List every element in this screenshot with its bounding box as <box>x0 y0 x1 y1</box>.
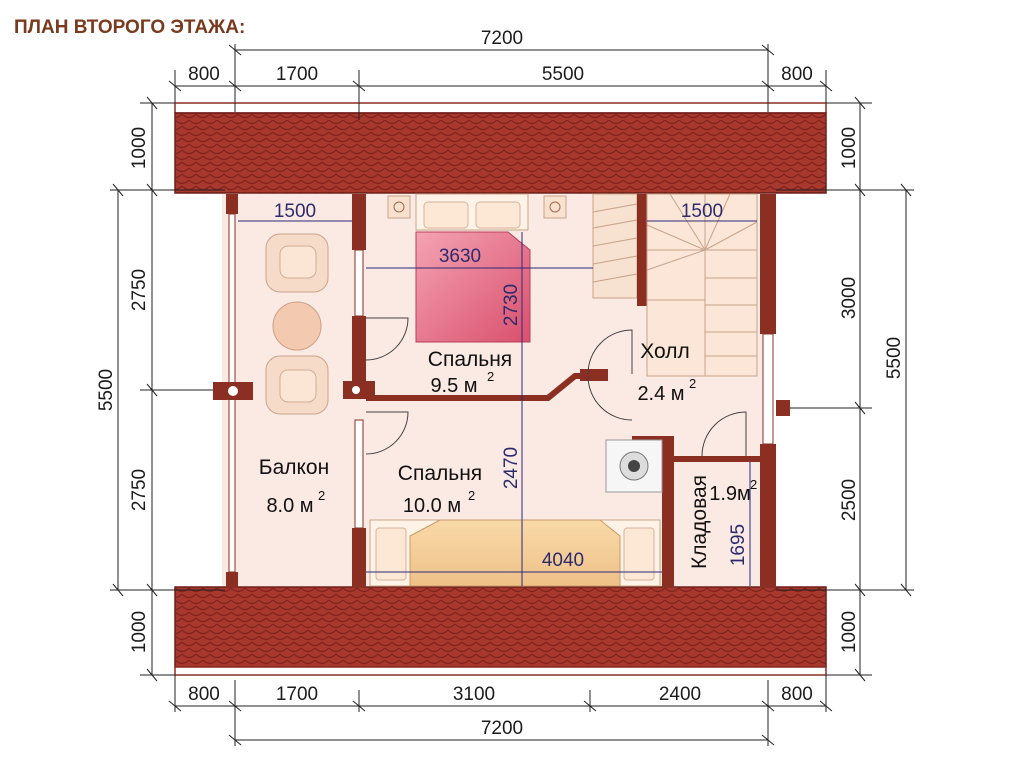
roof-bottom <box>174 586 827 668</box>
window-left-2 <box>354 419 364 529</box>
lamp-left-icon <box>393 201 405 213</box>
armchair-top <box>265 233 329 293</box>
dim-bottom-0: 800 <box>188 684 220 705</box>
wall-right-post <box>776 400 790 416</box>
storage-wall-left <box>662 440 674 588</box>
dim-left-0: 1000 <box>129 127 150 169</box>
room-balcony-sup: 2 <box>318 488 325 503</box>
dim-bottom-3: 2400 <box>659 684 701 705</box>
room-hall-name: Холл <box>640 340 690 363</box>
stair-wall <box>637 194 647 306</box>
balcony-post-bottom <box>226 572 238 588</box>
round-table <box>272 301 322 351</box>
wall-right-lower <box>760 444 776 588</box>
dim-right-1: 3000 <box>839 277 860 319</box>
roof-edge-bottom <box>174 666 827 676</box>
balcony-post-top <box>226 194 238 214</box>
dim-right-0: 1000 <box>839 127 860 169</box>
room-balcony-area: 8.0 м <box>266 495 313 517</box>
room-bedroom2-area: 10.0 м <box>403 495 461 517</box>
inner-dim-bedroom2-width: 4040 <box>542 550 584 571</box>
room-bedroom2-name: Спальня <box>398 462 482 485</box>
dim-left-2: 2750 <box>129 469 150 511</box>
stair-upper-steps <box>646 193 758 376</box>
dim-bottom-total: 7200 <box>481 718 523 739</box>
door-storage <box>701 411 747 457</box>
room-bedroom1-name: Спальня <box>428 348 512 371</box>
dim-lines-right <box>776 96 914 682</box>
stair-lower-steps <box>592 203 638 283</box>
dim-lines-top <box>168 44 833 120</box>
inner-dim-bedroom1-width: 3630 <box>439 246 481 267</box>
dim-right-2: 2500 <box>839 479 860 521</box>
door-hall-1 <box>587 329 633 375</box>
wall-left-lower <box>352 528 366 588</box>
lamp-right-icon <box>549 201 561 213</box>
room-hall-sup: 2 <box>689 376 696 391</box>
stove-core-icon <box>628 460 640 472</box>
room-bedroom1-sup: 2 <box>487 369 494 384</box>
dim-top-2: 5500 <box>542 64 584 85</box>
nightstand-left <box>387 195 411 219</box>
bed1-pillow-left <box>423 201 469 229</box>
dim-bottom-2: 3100 <box>453 684 495 705</box>
dim-right-3: 1000 <box>839 611 860 653</box>
dim-lines-left <box>110 96 225 682</box>
room-hall-area: 2.4 м <box>637 383 684 405</box>
plan-title: ПЛАН ВТОРОГО ЭТАЖА: <box>14 17 245 38</box>
door-bedroom2 <box>365 411 409 455</box>
dim-top-1: 1700 <box>276 64 318 85</box>
room-storage-sup: 2 <box>750 477 757 492</box>
doors <box>365 317 747 457</box>
armchair-bottom <box>265 355 329 415</box>
junction-hole <box>352 386 360 394</box>
inner-dim-lines <box>238 220 757 586</box>
dim-left-1: 2750 <box>129 269 150 311</box>
dim-bottom-4: 800 <box>781 684 813 705</box>
roof-edge-top <box>174 102 827 114</box>
room-bedroom1-area: 9.5 м <box>430 375 477 397</box>
dim-lines-bottom <box>168 675 833 746</box>
nightstand-right <box>543 195 567 219</box>
dim-top-3: 800 <box>781 64 813 85</box>
bed1-cover <box>415 231 531 343</box>
partition-post <box>580 369 608 381</box>
room-balcony-name: Балкон <box>259 456 329 479</box>
window-right <box>762 333 774 445</box>
room-storage-name: Кладовая <box>688 475 711 569</box>
door-hall-2 <box>587 375 633 421</box>
inner-dim-stair: 1500 <box>681 201 723 222</box>
dim-top-0: 800 <box>188 64 220 85</box>
bed2-pillow-right <box>623 527 655 581</box>
wall-right-upper <box>760 194 776 334</box>
room-bedroom2-sup: 2 <box>468 488 475 503</box>
dim-left-3: 1000 <box>129 611 150 653</box>
stair-lower <box>592 193 638 299</box>
bed1-pillow-right <box>475 201 521 229</box>
wall-left-mid <box>352 316 366 386</box>
dim-bottom-1: 1700 <box>276 684 318 705</box>
inner-dim-bedroom2-depth: 2470 <box>501 447 522 489</box>
door-bedroom1 <box>365 317 409 361</box>
bed2-cover <box>409 519 621 587</box>
post-hole <box>228 386 238 396</box>
stair-upper <box>646 193 758 377</box>
dim-right-total: 5500 <box>884 337 905 379</box>
bed2-pillow-left <box>375 527 407 581</box>
wall-left-upper <box>352 194 366 250</box>
dim-top-total: 7200 <box>481 28 523 49</box>
roof-top <box>174 112 827 194</box>
inner-dim-balcony: 1500 <box>274 201 316 222</box>
dim-left-total: 5500 <box>96 369 117 411</box>
inner-dim-bedroom1-depth: 2730 <box>501 284 522 326</box>
window-left-1 <box>354 249 364 317</box>
storage-wall-door <box>674 456 760 462</box>
inner-dim-storage: 1695 <box>728 524 749 566</box>
room-storage-area: 1.9м <box>709 483 751 505</box>
